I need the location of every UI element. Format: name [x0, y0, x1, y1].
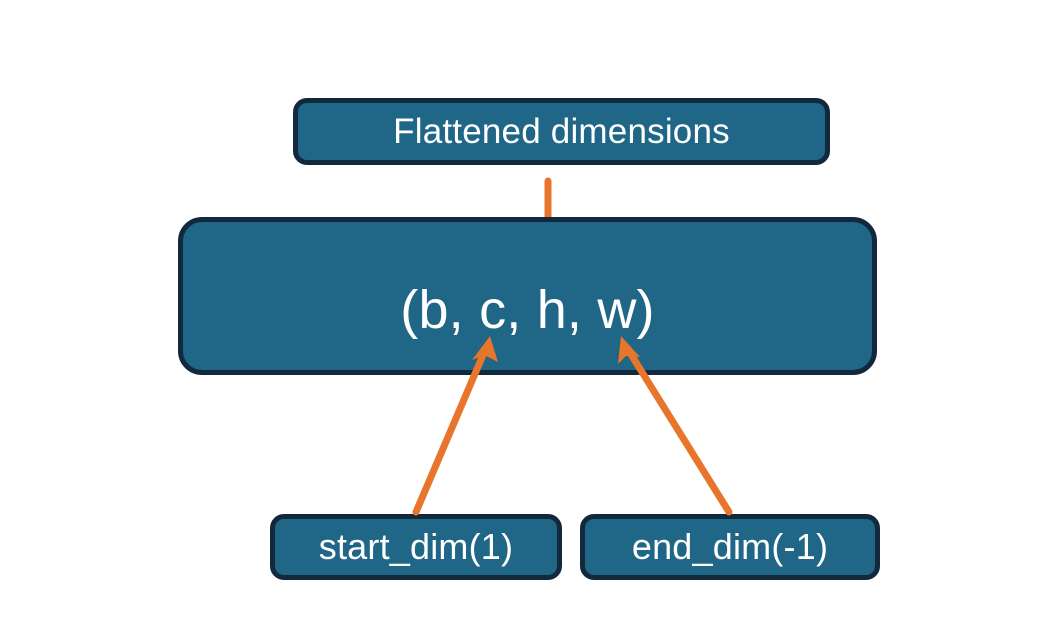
- start-dim-label: start_dim(1): [318, 526, 514, 567]
- tensor-shape-label: (b, c, h, w): [400, 280, 655, 340]
- end-dim-label: end_dim(-1): [631, 526, 829, 567]
- tensor-shape-box[interactable]: (b, c, h, w): [178, 217, 877, 375]
- start-dim-box[interactable]: start_dim(1): [270, 514, 562, 580]
- flattened-dimensions-box[interactable]: Flattened dimensions: [293, 98, 830, 165]
- flattened-dimensions-label: Flattened dimensions: [393, 111, 730, 151]
- end-dim-box[interactable]: end_dim(-1): [580, 514, 880, 580]
